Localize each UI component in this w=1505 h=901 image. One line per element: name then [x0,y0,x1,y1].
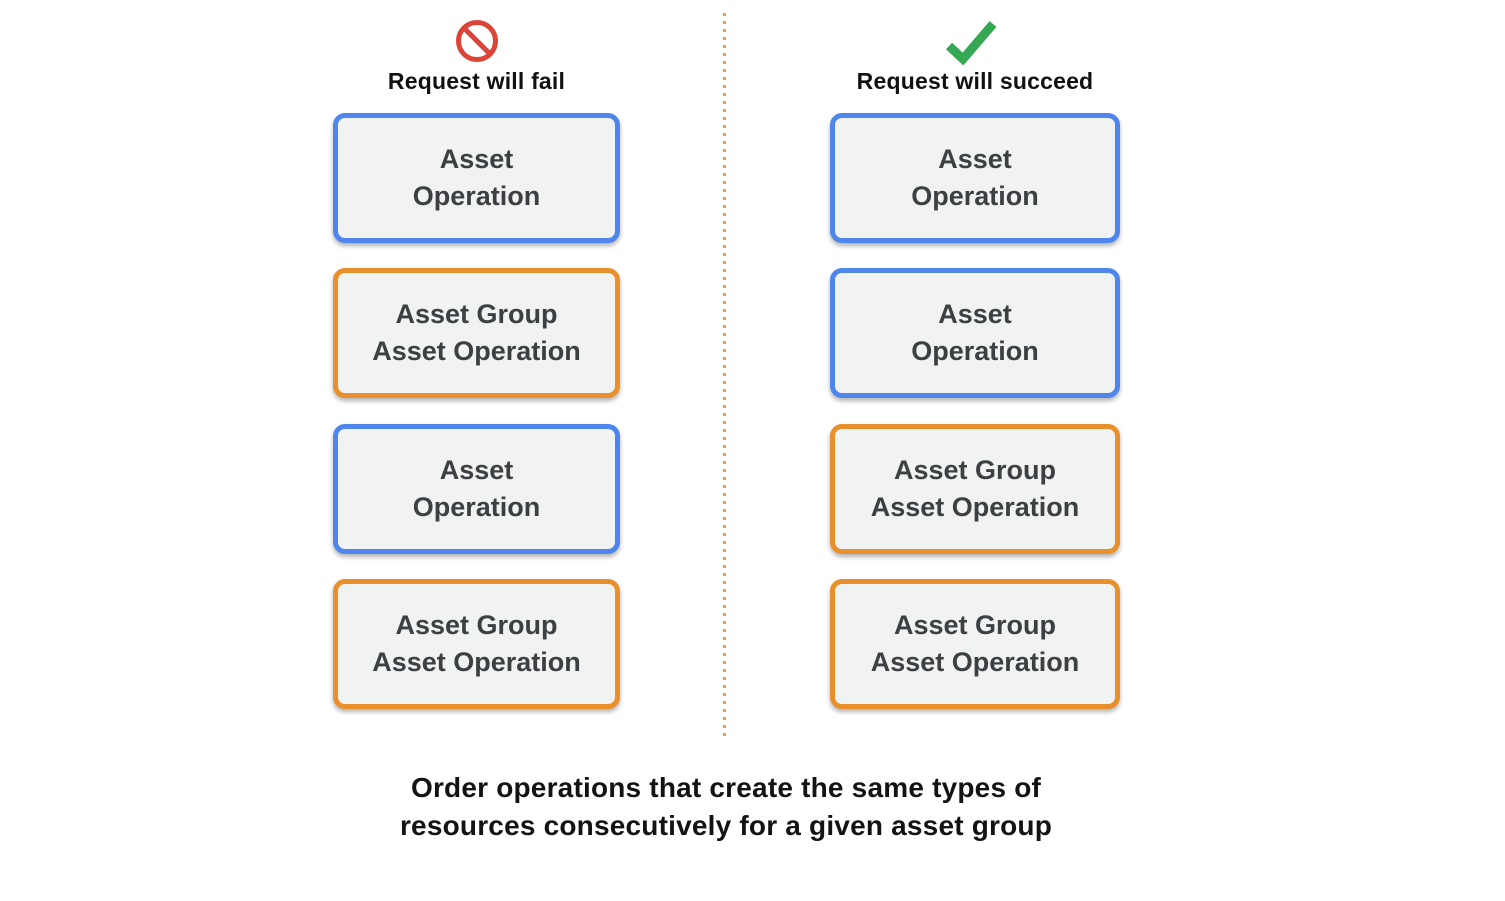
asset-operation-box: Asset Operation [830,113,1120,243]
box-label: Asset Operation [412,144,541,211]
fail-column: Request will fail Asset Operation Asset … [333,0,620,745]
box-label: Asset Group Asset Operation [870,455,1080,522]
diagram-caption: Order operations that create the same ty… [126,769,1326,845]
box-label: Asset Operation [911,299,1039,366]
asset-group-asset-operation-box: Asset Group Asset Operation [333,579,620,709]
succeed-column: Request will succeed Asset Operation Ass… [830,0,1120,745]
box-label: Asset Group Asset Operation [372,299,581,366]
asset-operation-box: Asset Operation [830,268,1120,398]
fail-heading: Request will fail [387,68,566,94]
caption-line-1: Order operations that create the same ty… [410,772,1042,803]
box-label: Asset Group Asset Operation [372,610,581,677]
succeed-heading: Request will succeed [856,68,1094,94]
checkmark-icon [826,19,1116,65]
box-label: Asset Operation [412,455,541,522]
asset-operation-box: Asset Operation [333,424,620,554]
no-entry-icon [333,19,620,63]
dotted-divider [723,13,726,739]
asset-group-asset-operation-box: Asset Group Asset Operation [830,424,1120,554]
asset-operation-box: Asset Operation [333,113,620,243]
box-label: Asset Group Asset Operation [870,610,1080,677]
box-label: Asset Operation [911,144,1039,211]
caption-line-2: resources consecutively for a given asse… [399,810,1053,841]
asset-group-asset-operation-box: Asset Group Asset Operation [830,579,1120,709]
asset-group-asset-operation-box: Asset Group Asset Operation [333,268,620,398]
